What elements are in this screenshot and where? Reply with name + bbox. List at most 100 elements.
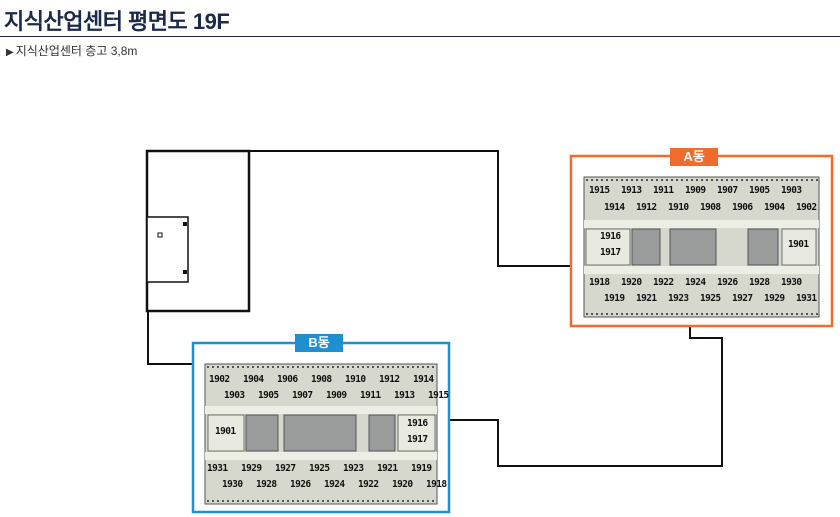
window-tick xyxy=(362,366,364,368)
unit-a-1905: 1905 xyxy=(749,185,770,196)
unit-a-1920: 1920 xyxy=(621,277,642,288)
unit-a-1926: 1926 xyxy=(717,277,738,288)
unit-a-1927: 1927 xyxy=(732,293,753,304)
window-tick xyxy=(716,313,718,315)
unit-b-1930: 1930 xyxy=(222,479,243,490)
window-tick xyxy=(691,313,693,315)
window-tick xyxy=(601,179,603,181)
building-a xyxy=(569,154,834,328)
window-tick xyxy=(272,500,274,502)
window-tick xyxy=(706,313,708,315)
window-tick xyxy=(676,179,678,181)
window-tick xyxy=(751,313,753,315)
window-tick xyxy=(337,366,339,368)
window-tick xyxy=(397,366,399,368)
outline-building-core xyxy=(146,216,189,283)
outline-building xyxy=(145,149,251,313)
building-b-unit-1901-box xyxy=(207,414,245,452)
window-tick xyxy=(626,313,628,315)
window-tick xyxy=(257,500,259,502)
window-tick xyxy=(781,313,783,315)
unit-a-1908: 1908 xyxy=(700,202,721,213)
building-b-windows xyxy=(207,366,434,502)
right-connector xyxy=(449,320,723,467)
unit-a-1928: 1928 xyxy=(749,277,770,288)
window-tick xyxy=(806,179,808,181)
window-tick xyxy=(791,313,793,315)
unit-a-1917: 1917 xyxy=(600,247,621,258)
page-title: 지식산업센터 평면도 19F xyxy=(4,9,230,34)
window-tick xyxy=(422,366,424,368)
outline-building-mark-2 xyxy=(183,270,187,274)
window-tick xyxy=(646,179,648,181)
window-tick xyxy=(332,500,334,502)
building-a-core-3 xyxy=(747,228,779,266)
building-a-core-2 xyxy=(669,228,717,266)
unit-b-1901: 1901 xyxy=(215,426,236,437)
window-tick xyxy=(267,500,269,502)
window-tick xyxy=(641,179,643,181)
window-tick xyxy=(362,500,364,502)
building-b-unit-1916-box xyxy=(397,414,436,452)
window-tick xyxy=(631,179,633,181)
outline-building-mark-1 xyxy=(183,222,187,226)
window-tick xyxy=(222,366,224,368)
window-tick xyxy=(327,366,329,368)
window-tick xyxy=(242,500,244,502)
window-tick xyxy=(721,179,723,181)
window-tick xyxy=(227,366,229,368)
window-tick xyxy=(771,179,773,181)
unit-b-1924: 1924 xyxy=(324,479,345,490)
window-tick xyxy=(661,179,663,181)
window-tick xyxy=(212,366,214,368)
window-tick xyxy=(746,179,748,181)
window-tick xyxy=(342,500,344,502)
window-tick xyxy=(352,366,354,368)
window-tick xyxy=(591,179,593,181)
window-tick xyxy=(696,179,698,181)
window-tick xyxy=(427,500,429,502)
unit-b-1926: 1926 xyxy=(290,479,311,490)
window-tick xyxy=(786,313,788,315)
window-tick xyxy=(232,366,234,368)
window-tick xyxy=(207,500,209,502)
window-tick xyxy=(277,366,279,368)
unit-b-1909: 1909 xyxy=(326,390,347,401)
window-tick xyxy=(676,313,678,315)
window-tick xyxy=(621,179,623,181)
window-tick xyxy=(352,500,354,502)
building-b-corridor-top xyxy=(205,406,437,414)
window-tick xyxy=(816,313,818,315)
window-tick xyxy=(596,179,598,181)
window-tick xyxy=(811,313,813,315)
window-tick xyxy=(302,500,304,502)
window-tick xyxy=(357,366,359,368)
unit-a-1925: 1925 xyxy=(700,293,721,304)
window-tick xyxy=(392,366,394,368)
window-tick xyxy=(302,366,304,368)
window-tick xyxy=(377,366,379,368)
unit-b-1931: 1931 xyxy=(207,463,228,474)
window-tick xyxy=(761,313,763,315)
window-tick xyxy=(312,500,314,502)
window-tick xyxy=(761,179,763,181)
window-tick xyxy=(282,366,284,368)
unit-a-1922: 1922 xyxy=(653,277,674,288)
window-tick xyxy=(616,313,618,315)
window-tick xyxy=(427,366,429,368)
unit-b-1920: 1920 xyxy=(392,479,413,490)
window-tick xyxy=(776,313,778,315)
unit-a-1910: 1910 xyxy=(668,202,689,213)
unit-b-1904: 1904 xyxy=(243,374,264,385)
unit-a-1902: 1902 xyxy=(796,202,817,213)
window-tick xyxy=(232,500,234,502)
window-tick xyxy=(741,313,743,315)
window-tick xyxy=(816,179,818,181)
window-tick xyxy=(771,313,773,315)
window-tick xyxy=(636,179,638,181)
building-a-unit-1901-box xyxy=(781,228,817,266)
window-tick xyxy=(756,179,758,181)
unit-a-1906: 1906 xyxy=(732,202,753,213)
window-tick xyxy=(387,366,389,368)
unit-a-1901: 1901 xyxy=(788,239,809,250)
